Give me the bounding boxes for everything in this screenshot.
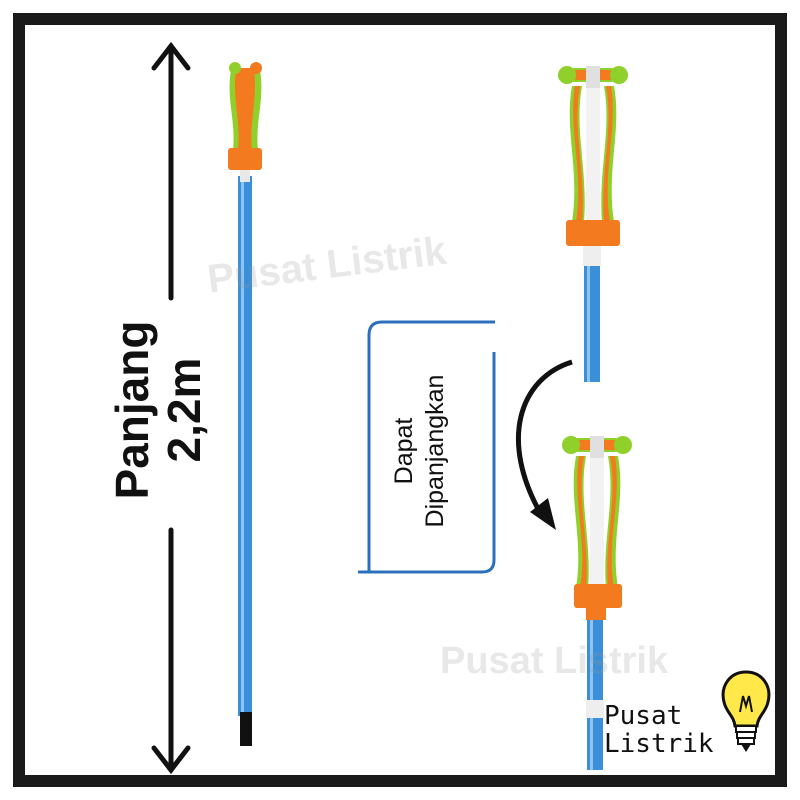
length-label-line1: Panjang [106,320,158,500]
length-dimension-arrow [151,41,191,775]
extendable-label-line2: Dipanjangkan [421,374,449,528]
brand-logo-line1: Pusat [604,701,683,731]
long-pole [238,170,252,746]
extendable-label-line1: Dapat [390,417,418,485]
upper-clamp-head [558,66,628,246]
brand-logo-line2: Listrik [604,729,714,759]
pole-clamp-head [228,62,262,170]
watermark-text: Pusat Listrik [440,640,669,682]
length-label-line2: 2,2m [158,357,210,463]
feature-bracket [358,320,496,574]
lightbulb-icon [721,670,771,752]
image-frame [13,13,787,787]
lower-clamp-head [562,436,632,620]
upper-pole-segment [583,246,601,382]
lower-pole-segment [586,618,604,770]
extend-arrow [516,359,573,530]
brand-logo: Pusat Listrik [604,702,714,758]
